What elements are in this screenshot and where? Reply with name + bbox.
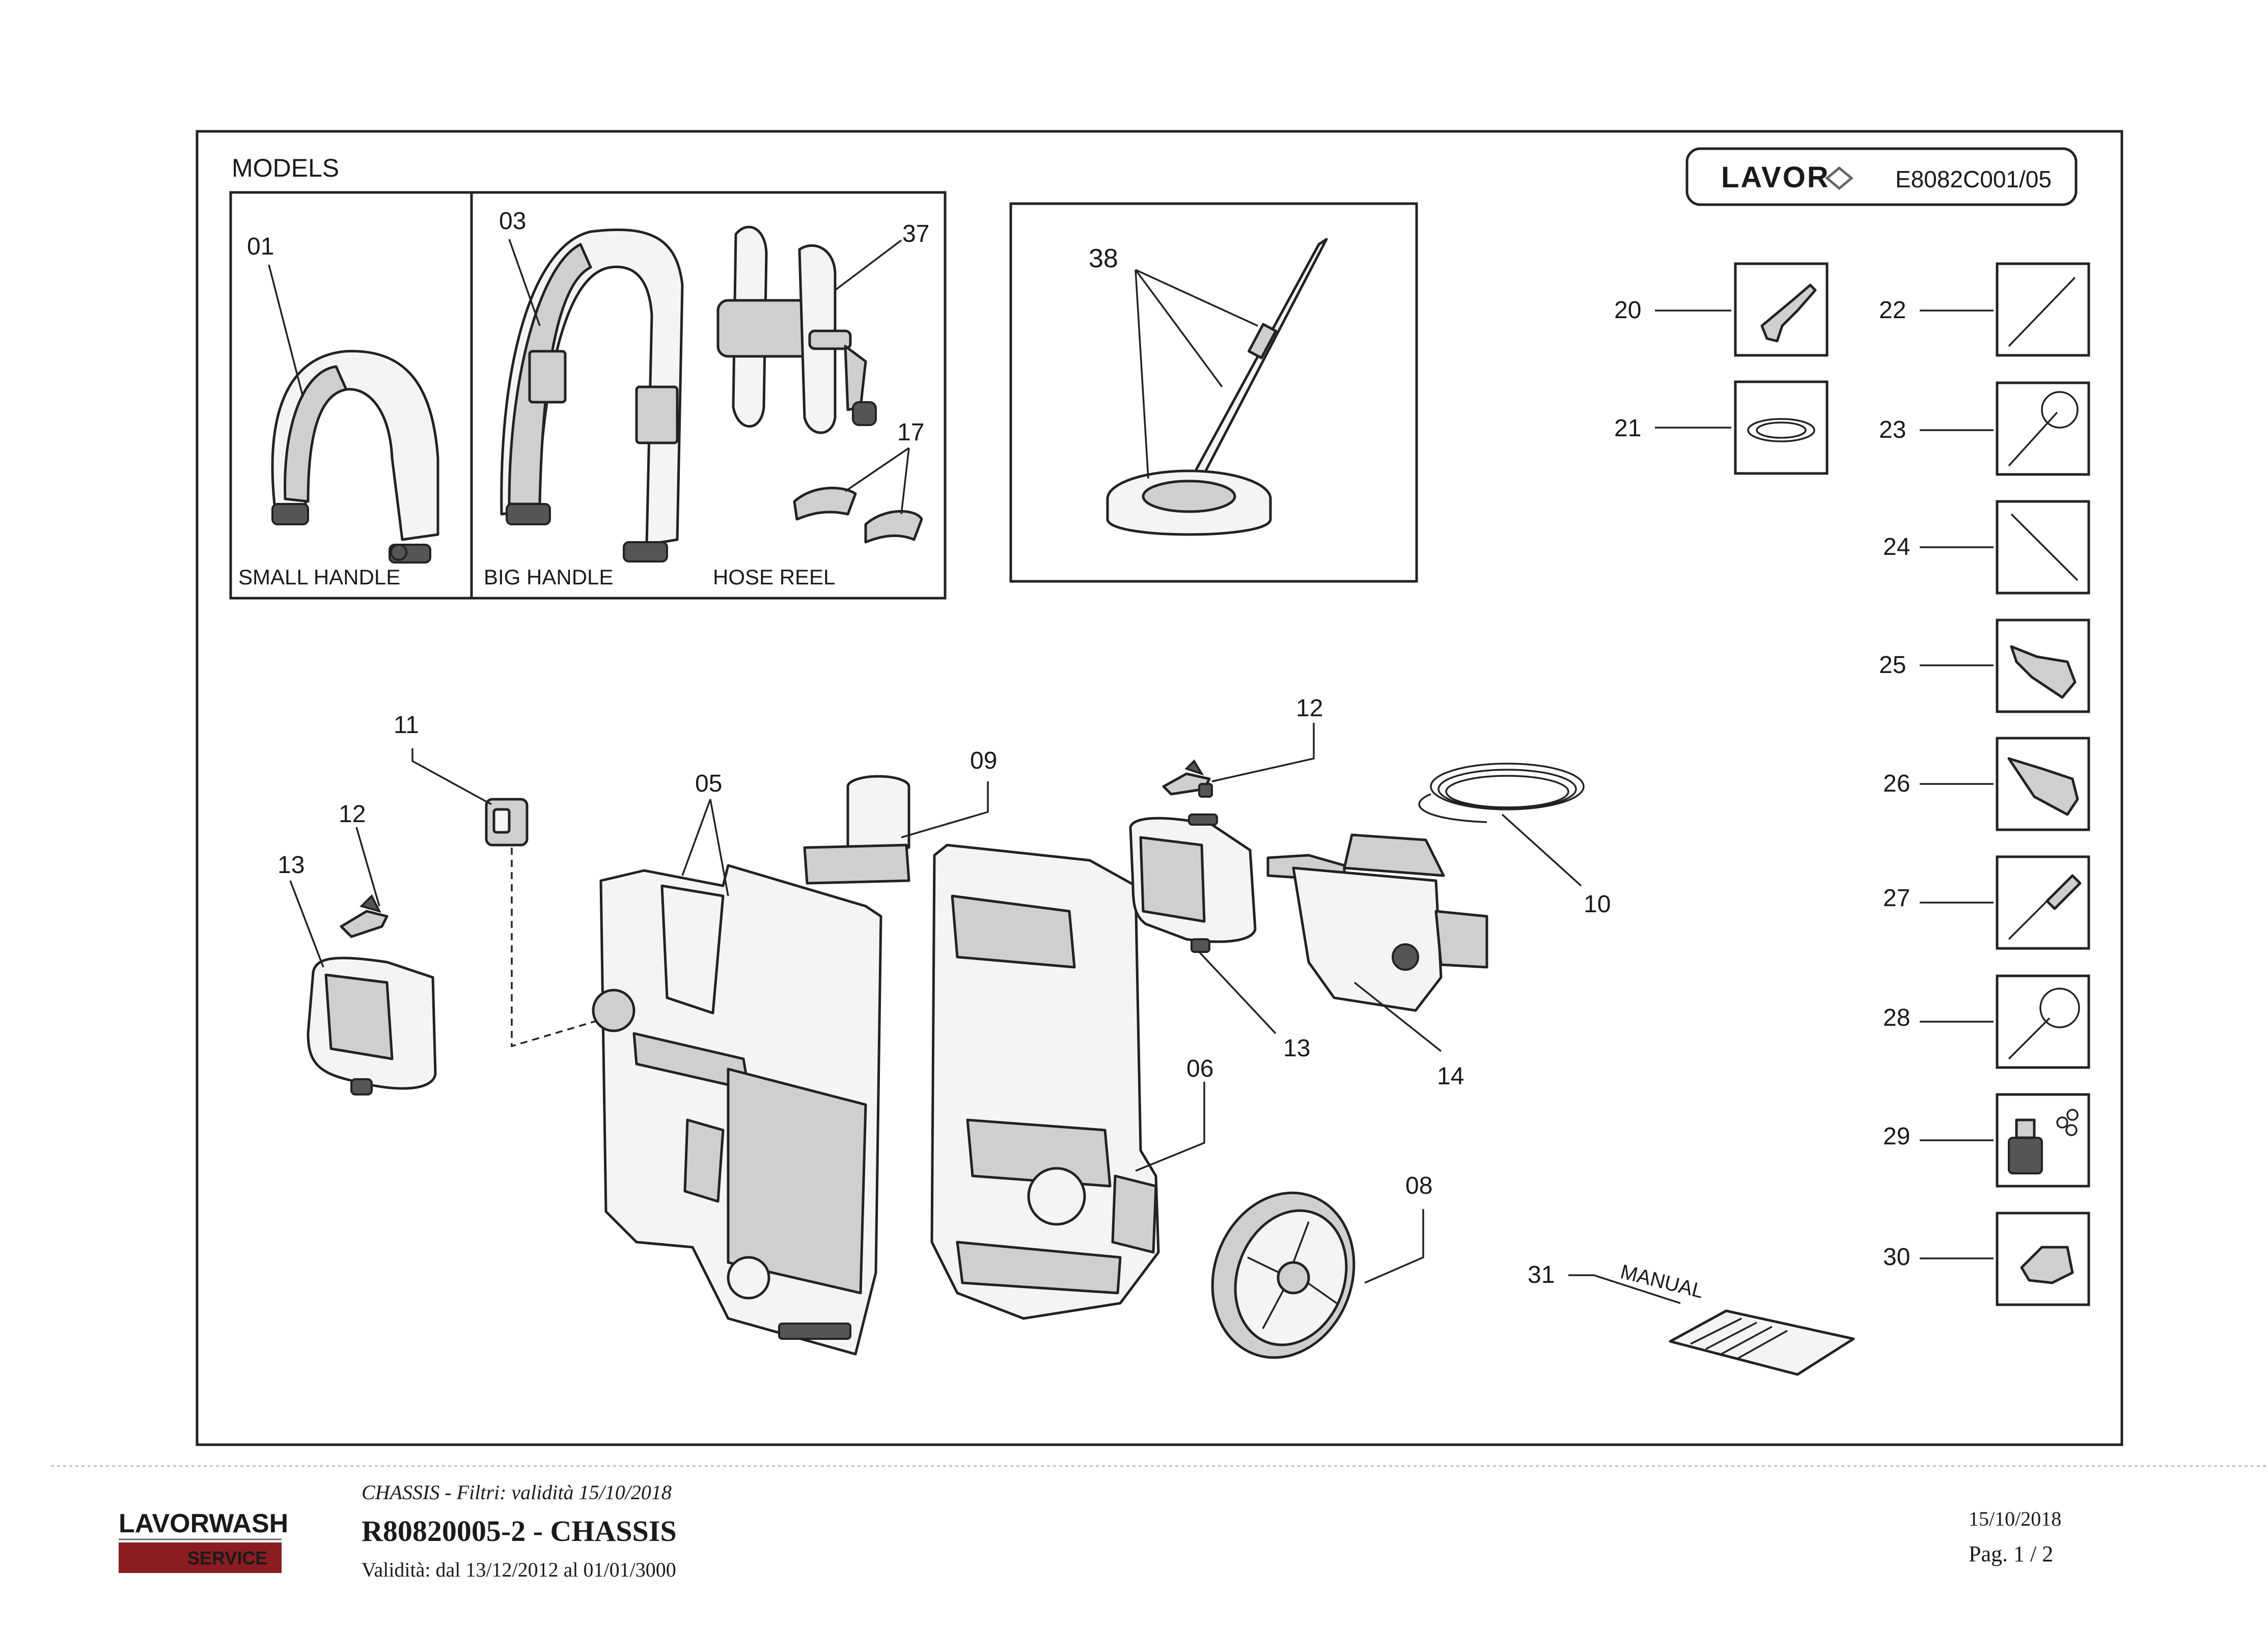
turbo-nozzle-icon <box>2007 757 2079 816</box>
tank-cap-part-left <box>340 894 389 938</box>
callout-30: 30 <box>1883 1244 1910 1271</box>
lavor-logo-diamond-icon <box>1825 166 1854 190</box>
callout-11: 11 <box>394 712 419 739</box>
quick-coupling-icon <box>2020 1246 2074 1284</box>
foam-sprayer-icon <box>2008 1109 2079 1174</box>
big-handle-part <box>500 228 684 563</box>
model-label-big-handle: BIG HANDLE <box>484 565 613 589</box>
extension-lance-icon <box>2010 513 2079 581</box>
footer-title: R80820005-2 - CHASSIS <box>362 1514 677 1548</box>
model-label-small-handle: SMALL HANDLE <box>238 565 400 589</box>
callout-05: 05 <box>695 770 722 797</box>
callout-29: 29 <box>1883 1123 1910 1150</box>
callout-21: 21 <box>1614 415 1641 442</box>
brush-icon <box>2008 874 2082 940</box>
drawing-frame <box>196 130 2123 1446</box>
callout-13-left: 13 <box>278 852 305 879</box>
callout-12-right: 12 <box>1296 695 1323 722</box>
accessory-column: 22 23 24 25 26 27 <box>1879 262 2090 1306</box>
detergent-tank-part-left <box>307 957 437 1096</box>
callout-06: 06 <box>1186 1055 1213 1082</box>
model-number-37: 37 <box>902 220 929 247</box>
hose-reel-part <box>716 226 877 434</box>
callout-10: 10 <box>1584 891 1611 918</box>
footer-subtitle: CHASSIS - Filtri: validità 15/10/2018 <box>362 1481 672 1504</box>
callout-38: 38 <box>1089 244 1118 273</box>
callout-09: 09 <box>970 747 997 774</box>
model-number-17: 17 <box>897 419 924 446</box>
callout-14: 14 <box>1437 1063 1464 1090</box>
models-title: MODELS <box>232 154 339 182</box>
callout-25: 25 <box>1879 652 1906 679</box>
inlet-housing-part <box>803 775 910 885</box>
callout-26: 26 <box>1883 770 1910 797</box>
adapter-fitting-icon <box>2010 645 2077 699</box>
callout-24: 24 <box>1883 533 1910 560</box>
accessory-box-27 <box>1996 855 2090 950</box>
callout-23: 23 <box>1879 416 1906 443</box>
front-chassis-part <box>592 864 882 1356</box>
rear-chassis-part <box>930 844 1160 1320</box>
callout-28: 28 <box>1883 1004 1910 1031</box>
drawing-code: E8082C001/05 <box>1895 166 2052 192</box>
lance-icon <box>2008 276 2076 347</box>
accessory-box-24 <box>1996 500 2090 595</box>
callout-27: 27 <box>1883 885 1910 912</box>
footer-date: 15/10/2018 <box>1969 1507 2061 1530</box>
lavorwash-service-logo: LAVORWASH SERVICE <box>119 1509 288 1573</box>
accessory-box-21 <box>1734 380 1829 475</box>
logo-service: SERVICE <box>187 1548 267 1568</box>
spray-gun-icon <box>1760 284 1817 343</box>
wheel-part <box>1211 1191 1356 1359</box>
rotating-brush-icon <box>2008 988 2080 1060</box>
manual-part <box>1669 1309 1855 1376</box>
callout-12-left: 12 <box>339 801 366 828</box>
floor-cleaner-part <box>1106 238 1328 536</box>
tank-cap-part-right <box>1162 759 1213 798</box>
callout-20: 20 <box>1614 297 1641 324</box>
footer-validity: Validità: dal 13/12/2012 al 01/01/3000 <box>362 1558 676 1581</box>
hose-bracket-part <box>1266 833 1488 1012</box>
callout-22: 22 <box>1879 297 1906 324</box>
accessory-box-28 <box>1996 974 2090 1069</box>
hose-part <box>1418 763 1585 823</box>
floor-cleaner-box <box>1009 202 1418 583</box>
callout-08: 08 <box>1405 1172 1432 1199</box>
hose-coil-icon <box>1747 418 1815 442</box>
logo-wordmark: LAVORWASH <box>119 1509 288 1538</box>
switch-knob-part <box>485 798 529 847</box>
brand-code-badge: LAVOR E8082C001/05 <box>1685 147 2078 206</box>
callout-31: 31 <box>1528 1261 1555 1288</box>
detergent-tank-part-right <box>1129 813 1257 953</box>
clip-parts <box>793 487 923 544</box>
rotating-nozzle-icon <box>2008 411 2058 467</box>
footer-page: Pag. 1 / 2 <box>1969 1541 2053 1566</box>
model-number-03: 03 <box>499 208 526 235</box>
lavor-logo: LAVOR <box>1721 161 1830 194</box>
models-box-right <box>470 191 947 600</box>
model-number-01: 01 <box>247 233 274 260</box>
model-label-hose-reel: HOSE REEL <box>713 565 835 589</box>
callout-13-right: 13 <box>1283 1035 1310 1062</box>
small-handle-part <box>271 350 439 564</box>
